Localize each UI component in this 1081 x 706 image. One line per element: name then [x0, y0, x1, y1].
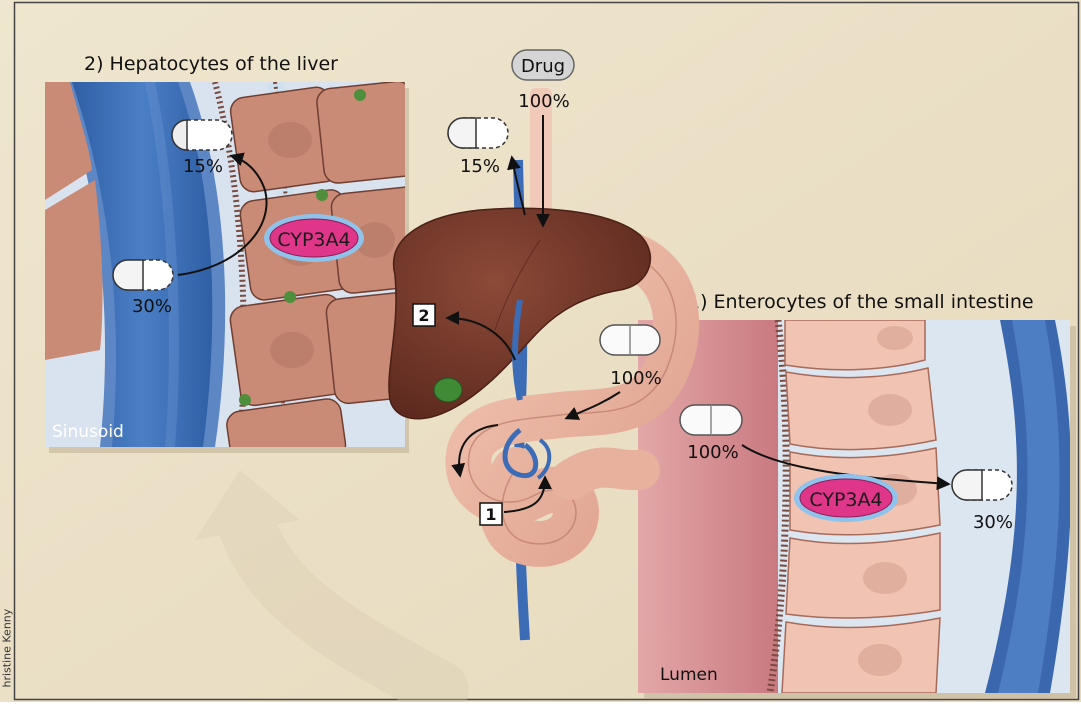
entero-in-percent: 100% [687, 442, 738, 463]
hepato-enzyme: CYP3A4 [264, 214, 364, 262]
credit-text: hristine Kenny [1, 566, 14, 688]
lumen-label: Lumen [660, 665, 718, 685]
enterocytes-panel: CYP3A4 100% 30% Lumen [638, 320, 1076, 699]
drug-label: Drug [521, 56, 565, 77]
drug-percent: 100% [518, 91, 569, 112]
entero-capsule-out [952, 470, 1012, 500]
stomach-percent: 100% [610, 368, 661, 389]
entero-out-percent: 30% [973, 512, 1013, 533]
entero-enzyme-label: CYP3A4 [809, 489, 882, 511]
hepato-title: 2) Hepatocytes of the liver [84, 53, 338, 75]
photo-credit: hristine Kenny [0, 560, 14, 700]
hepato-top-percent: 15% [183, 156, 223, 177]
entero-enzyme: CYP3A4 [794, 474, 898, 522]
hepatocytes-panel: CYP3A4 15% 30% Sinusoid [45, 80, 430, 473]
stomach-capsule [600, 325, 660, 355]
step-1-box: 1 [480, 503, 502, 525]
portal-capsule [448, 118, 508, 148]
entero-capsule-in [680, 405, 742, 435]
hepato-capsule-top [172, 120, 232, 150]
step-2-box: 2 [413, 304, 435, 326]
portal-percent: 15% [460, 156, 500, 177]
sinusoid-label: Sinusoid [52, 422, 124, 442]
hepato-bottom-percent: 30% [132, 296, 172, 317]
step-2-label: 2 [418, 306, 429, 325]
drug-capsule: Drug [512, 50, 574, 80]
hepato-capsule-bottom [113, 260, 173, 290]
hepato-enzyme-label: CYP3A4 [277, 229, 350, 251]
entero-title: 1) Enterocytes of the small intestine [688, 291, 1034, 313]
step-1-label: 1 [485, 505, 496, 524]
gallbladder [434, 378, 462, 402]
